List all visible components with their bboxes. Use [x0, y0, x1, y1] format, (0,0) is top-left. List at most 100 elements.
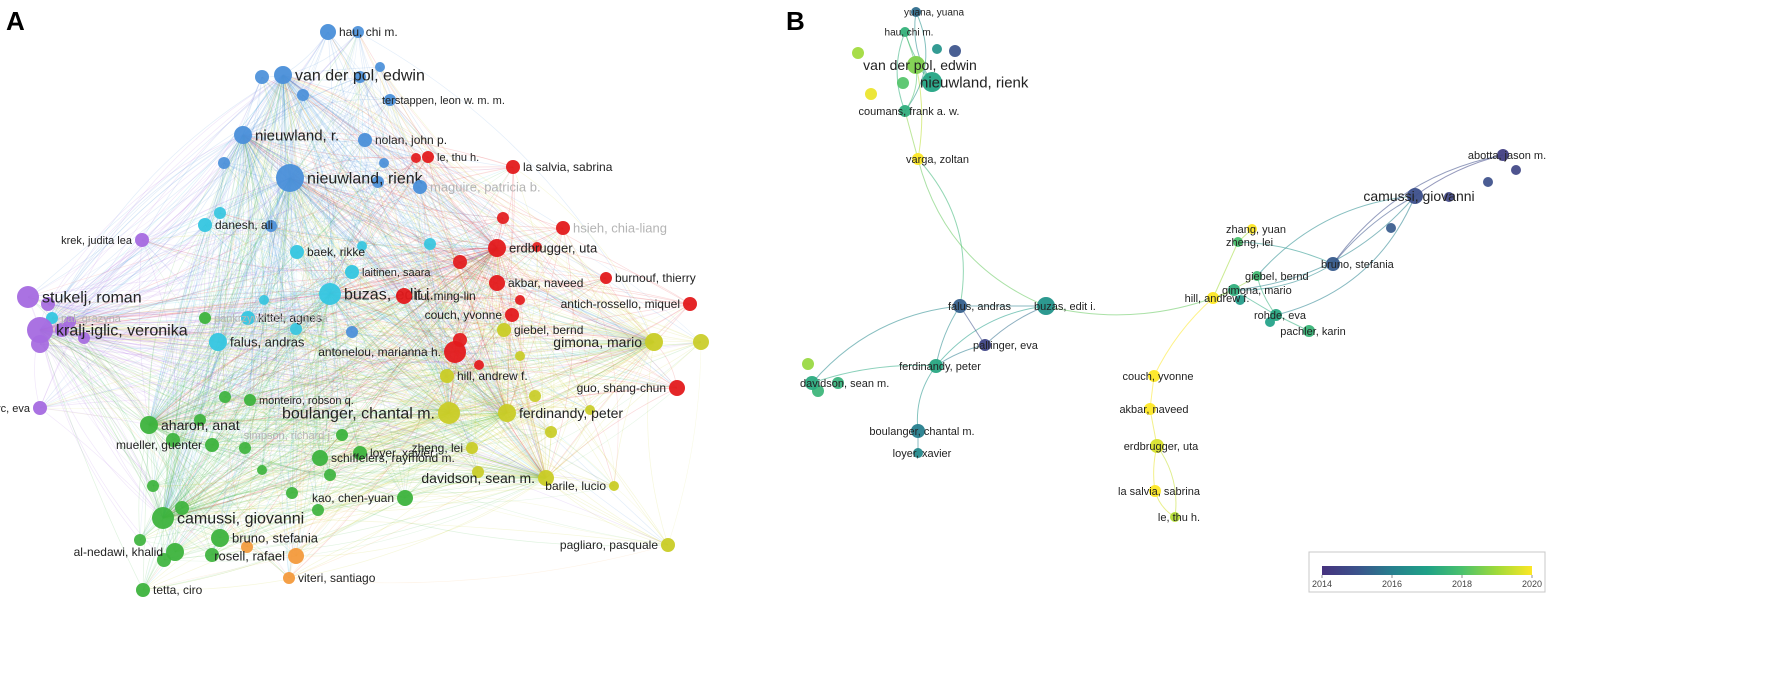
author-node[interactable]	[422, 151, 434, 163]
author-node[interactable]	[274, 66, 292, 84]
author-node[interactable]	[286, 487, 298, 499]
author-node[interactable]	[218, 157, 230, 169]
author-node[interactable]	[440, 369, 454, 383]
author-node[interactable]	[198, 218, 212, 232]
author-node[interactable]	[498, 404, 516, 422]
author-node[interactable]	[320, 24, 336, 40]
author-node[interactable]	[152, 507, 174, 529]
author-node[interactable]	[538, 470, 554, 486]
author-node[interactable]	[358, 133, 372, 147]
author-node[interactable]	[683, 297, 697, 311]
author-node[interactable]	[1207, 292, 1219, 304]
author-node[interactable]	[585, 405, 595, 415]
author-node[interactable]	[979, 339, 991, 351]
author-node[interactable]	[805, 376, 819, 390]
author-node[interactable]	[1270, 309, 1282, 321]
author-node[interactable]	[912, 153, 924, 165]
author-node[interactable]	[1483, 177, 1493, 187]
author-node[interactable]	[147, 480, 159, 492]
author-node[interactable]	[1149, 485, 1161, 497]
author-node[interactable]	[1150, 439, 1164, 453]
author-node[interactable]	[357, 241, 367, 251]
author-node[interactable]	[319, 283, 341, 305]
author-node[interactable]	[1252, 271, 1262, 281]
author-node[interactable]	[1326, 257, 1340, 271]
author-node[interactable]	[239, 442, 251, 454]
author-node[interactable]	[438, 402, 460, 424]
author-node[interactable]	[283, 572, 295, 584]
author-node[interactable]	[265, 220, 277, 232]
author-node[interactable]	[900, 27, 910, 37]
author-node[interactable]	[515, 295, 525, 305]
author-node[interactable]	[354, 71, 366, 83]
author-node[interactable]	[661, 538, 675, 552]
author-node[interactable]	[352, 26, 364, 38]
author-node[interactable]	[312, 450, 328, 466]
author-node[interactable]	[693, 334, 709, 350]
author-node[interactable]	[899, 105, 911, 117]
author-node[interactable]	[953, 299, 967, 313]
author-node[interactable]	[929, 359, 943, 373]
author-node[interactable]	[384, 94, 396, 106]
author-node[interactable]	[424, 238, 436, 250]
author-node[interactable]	[259, 295, 269, 305]
author-node[interactable]	[241, 311, 255, 325]
author-node[interactable]	[453, 255, 467, 269]
author-node[interactable]	[1233, 237, 1243, 247]
author-node[interactable]	[897, 77, 909, 89]
author-node[interactable]	[297, 89, 309, 101]
author-node[interactable]	[413, 180, 427, 194]
author-node[interactable]	[1170, 512, 1180, 522]
author-node[interactable]	[336, 429, 348, 441]
author-node[interactable]	[312, 504, 324, 516]
author-node[interactable]	[466, 442, 478, 454]
author-node[interactable]	[345, 265, 359, 279]
author-node[interactable]	[474, 360, 484, 370]
author-node[interactable]	[140, 416, 158, 434]
author-node[interactable]	[276, 164, 304, 192]
author-node[interactable]	[290, 323, 302, 335]
author-node[interactable]	[802, 358, 814, 370]
author-node[interactable]	[1407, 188, 1423, 204]
author-node[interactable]	[1303, 325, 1315, 337]
author-node[interactable]	[1228, 284, 1240, 296]
author-node[interactable]	[1511, 165, 1521, 175]
author-node[interactable]	[932, 44, 942, 54]
author-node[interactable]	[645, 333, 663, 351]
author-node[interactable]	[33, 401, 47, 415]
author-node[interactable]	[497, 323, 511, 337]
author-node[interactable]	[832, 377, 844, 389]
author-node[interactable]	[211, 529, 229, 547]
author-node[interactable]	[911, 424, 925, 438]
author-node[interactable]	[532, 242, 542, 252]
author-node[interactable]	[379, 158, 389, 168]
author-node[interactable]	[205, 438, 219, 452]
author-node[interactable]	[353, 446, 367, 460]
author-node[interactable]	[609, 481, 619, 491]
author-node[interactable]	[136, 583, 150, 597]
author-node[interactable]	[346, 326, 358, 338]
author-node[interactable]	[489, 275, 505, 291]
author-node[interactable]	[27, 317, 53, 343]
author-node[interactable]	[199, 312, 211, 324]
author-node[interactable]	[444, 341, 466, 363]
author-node[interactable]	[1037, 297, 1055, 315]
author-node[interactable]	[1386, 223, 1396, 233]
author-node[interactable]	[375, 62, 385, 72]
author-node[interactable]	[290, 245, 304, 259]
author-node[interactable]	[214, 207, 226, 219]
author-node[interactable]	[194, 414, 206, 426]
author-node[interactable]	[1247, 224, 1257, 234]
author-node[interactable]	[209, 333, 227, 351]
author-node[interactable]	[166, 543, 184, 561]
author-node[interactable]	[175, 501, 189, 515]
author-node[interactable]	[600, 272, 612, 284]
author-node[interactable]	[166, 433, 180, 447]
author-node[interactable]	[78, 332, 90, 344]
author-node[interactable]	[1444, 192, 1454, 202]
author-node[interactable]	[913, 448, 923, 458]
author-node[interactable]	[472, 466, 484, 478]
author-node[interactable]	[907, 56, 925, 74]
author-node[interactable]	[911, 7, 921, 17]
author-node[interactable]	[324, 469, 336, 481]
